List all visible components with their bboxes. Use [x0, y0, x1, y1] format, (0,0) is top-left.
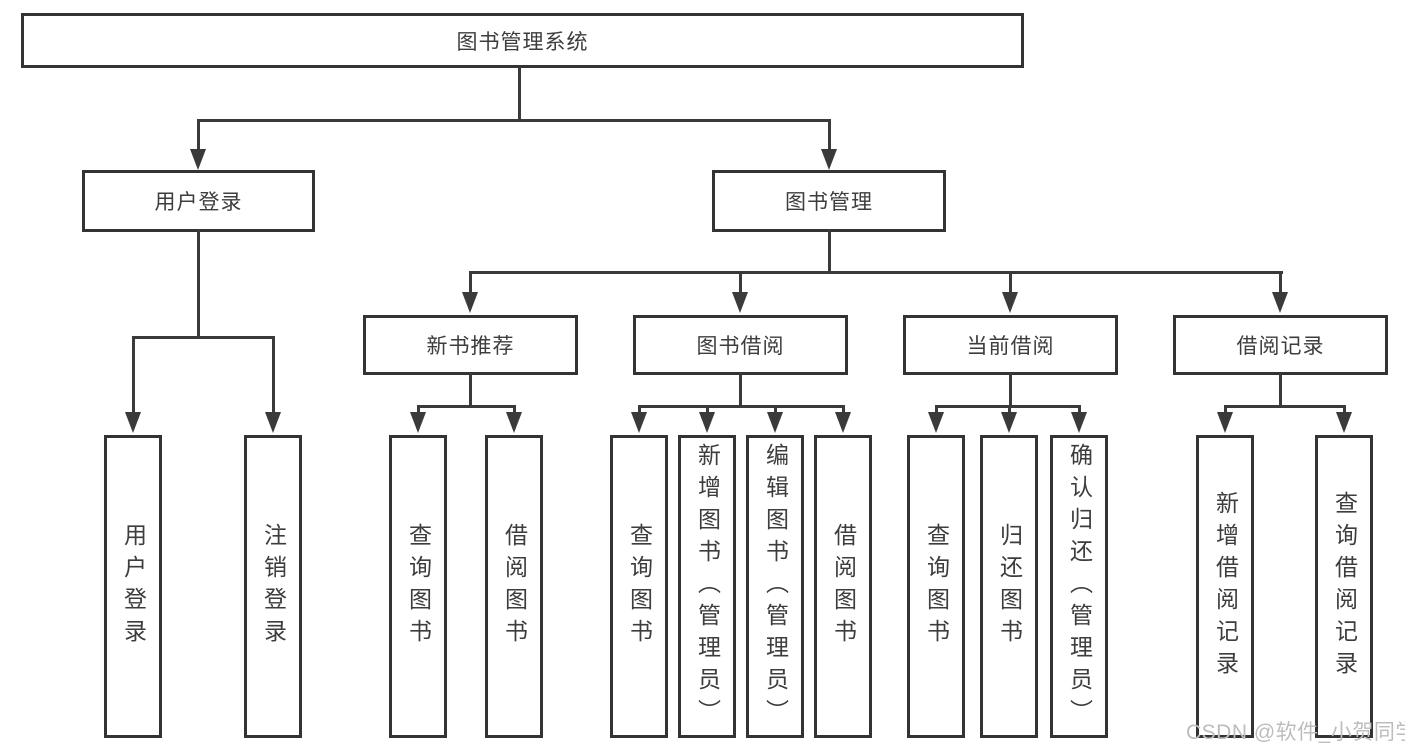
node-current-borrowing: 当前借阅 — [903, 315, 1118, 375]
leaf-label: 编辑图书（管理员） — [762, 442, 789, 731]
arrowhead-icon — [190, 149, 206, 170]
leaf-label: 查询图书 — [626, 522, 653, 651]
arrowhead-icon — [631, 412, 647, 433]
arrowhead-icon — [1071, 412, 1087, 433]
leaf-borrow-books-recommend: 借阅图书 — [485, 435, 543, 738]
connector-line — [197, 119, 831, 122]
connector-line — [638, 405, 845, 408]
leaf-return-books: 归还图书 — [980, 435, 1038, 738]
leaf-user-login: 用户登录 — [104, 435, 162, 738]
connector-line — [935, 405, 938, 415]
connector-line — [1279, 373, 1282, 408]
arrowhead-icon — [835, 412, 851, 433]
connector-line — [828, 229, 831, 274]
leaf-query-books-current: 查询图书 — [907, 435, 965, 738]
arrowhead-icon — [1217, 412, 1233, 433]
connector-line — [417, 405, 420, 415]
node-label: 图书借阅 — [696, 335, 785, 358]
connector-line — [1009, 373, 1012, 408]
connector-line — [1078, 405, 1081, 415]
leaf-label: 注销登录 — [260, 522, 287, 651]
node-user-login: 用户登录 — [82, 170, 315, 232]
arrowhead-icon — [732, 292, 748, 313]
connector-line — [469, 271, 1283, 274]
arrowhead-icon — [767, 412, 783, 433]
arrowhead-icon — [462, 292, 478, 313]
leaf-label: 查询借阅记录 — [1331, 490, 1358, 683]
connector-line — [842, 405, 845, 415]
node-borrowing-records: 借阅记录 — [1173, 315, 1388, 375]
arrowhead-icon — [699, 412, 715, 433]
node-book-management: 图书管理 — [712, 170, 946, 232]
connector-line — [197, 229, 200, 339]
connector-line — [469, 373, 472, 408]
connector-line — [739, 271, 742, 295]
connector-line — [132, 336, 275, 339]
node-label: 新书推荐 — [426, 335, 515, 358]
connector-line — [1009, 271, 1012, 295]
arrowhead-icon — [265, 412, 281, 433]
arrowhead-icon — [1002, 292, 1018, 313]
arrowhead-icon — [506, 412, 522, 433]
node-label: 图书管理系统 — [456, 30, 589, 54]
connector-line — [1008, 405, 1011, 415]
arrowhead-icon — [1272, 292, 1288, 313]
leaf-query-borrow-record: 查询借阅记录 — [1315, 435, 1373, 738]
leaf-label: 查询图书 — [405, 522, 432, 651]
connector-line — [1224, 405, 1346, 408]
node-label: 当前借阅 — [966, 335, 1055, 358]
connector-line — [417, 405, 516, 408]
leaf-logout: 注销登录 — [244, 435, 302, 738]
connector-line — [132, 336, 135, 415]
watermark: CSDN @软件_小贺同学 — [1186, 721, 1405, 744]
arrowhead-icon — [125, 412, 141, 433]
node-label: 图书管理 — [785, 191, 873, 214]
node-label: 借阅记录 — [1236, 335, 1325, 358]
connector-line — [272, 336, 275, 415]
connector-line — [513, 405, 516, 415]
node-library-management-system: 图书管理系统 — [21, 13, 1024, 68]
connector-line — [1224, 405, 1227, 415]
arrowhead-icon — [410, 412, 426, 433]
leaf-label: 查询图书 — [923, 522, 950, 651]
leaf-label: 借阅图书 — [830, 522, 857, 651]
arrowhead-icon — [821, 149, 837, 170]
connector-line — [774, 405, 777, 415]
leaf-label: 新增借阅记录 — [1212, 490, 1239, 683]
arrowhead-icon — [928, 412, 944, 433]
leaf-confirm-return-admin: 确认归还（管理员） — [1050, 435, 1108, 738]
node-label: 用户登录 — [154, 191, 243, 214]
leaf-add-borrow-record: 新增借阅记录 — [1196, 435, 1254, 738]
connector-line — [638, 405, 641, 415]
connector-line — [739, 373, 742, 408]
node-new-book-recommendation: 新书推荐 — [363, 315, 578, 375]
leaf-label: 借阅图书 — [501, 522, 528, 651]
leaf-query-books-recommend: 查询图书 — [389, 435, 447, 738]
connector-line — [706, 405, 709, 415]
leaf-query-books-borrowing: 查询图书 — [610, 435, 668, 738]
leaf-label: 归还图书 — [996, 522, 1023, 651]
leaf-label: 新增图书（管理员） — [694, 442, 721, 731]
connector-line — [518, 67, 521, 121]
leaf-label: 用户登录 — [120, 522, 147, 651]
leaf-label: 确认归还（管理员） — [1066, 442, 1093, 731]
connector-line — [469, 271, 472, 295]
leaf-add-books-admin: 新增图书（管理员） — [678, 435, 736, 738]
arrowhead-icon — [1336, 412, 1352, 433]
connector-line — [1279, 271, 1282, 295]
connector-line — [828, 119, 831, 152]
node-book-borrowing: 图书借阅 — [633, 315, 848, 375]
connector-line — [197, 119, 200, 152]
leaf-edit-books-admin: 编辑图书（管理员） — [746, 435, 804, 738]
leaf-borrow-books: 借阅图书 — [814, 435, 872, 738]
connector-line — [1343, 405, 1346, 415]
arrowhead-icon — [1001, 412, 1017, 433]
